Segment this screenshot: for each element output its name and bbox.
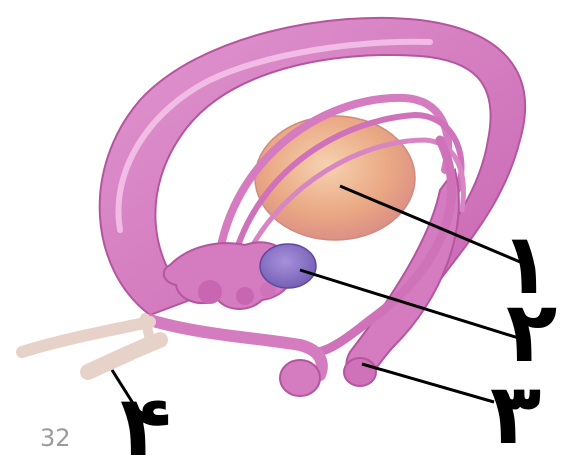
bulb-right <box>344 358 376 386</box>
pale-extension-link <box>145 318 150 340</box>
leader-line-3 <box>362 364 494 402</box>
label-4: ۴ <box>120 384 171 468</box>
small-body <box>260 244 316 288</box>
page-number: 32 <box>40 424 71 452</box>
lobule-a <box>198 280 222 304</box>
lobule-b <box>236 287 254 305</box>
bulb-lower-middle <box>280 360 320 396</box>
label-2: ۲ <box>506 290 557 374</box>
label-3: ۳ <box>490 372 541 456</box>
